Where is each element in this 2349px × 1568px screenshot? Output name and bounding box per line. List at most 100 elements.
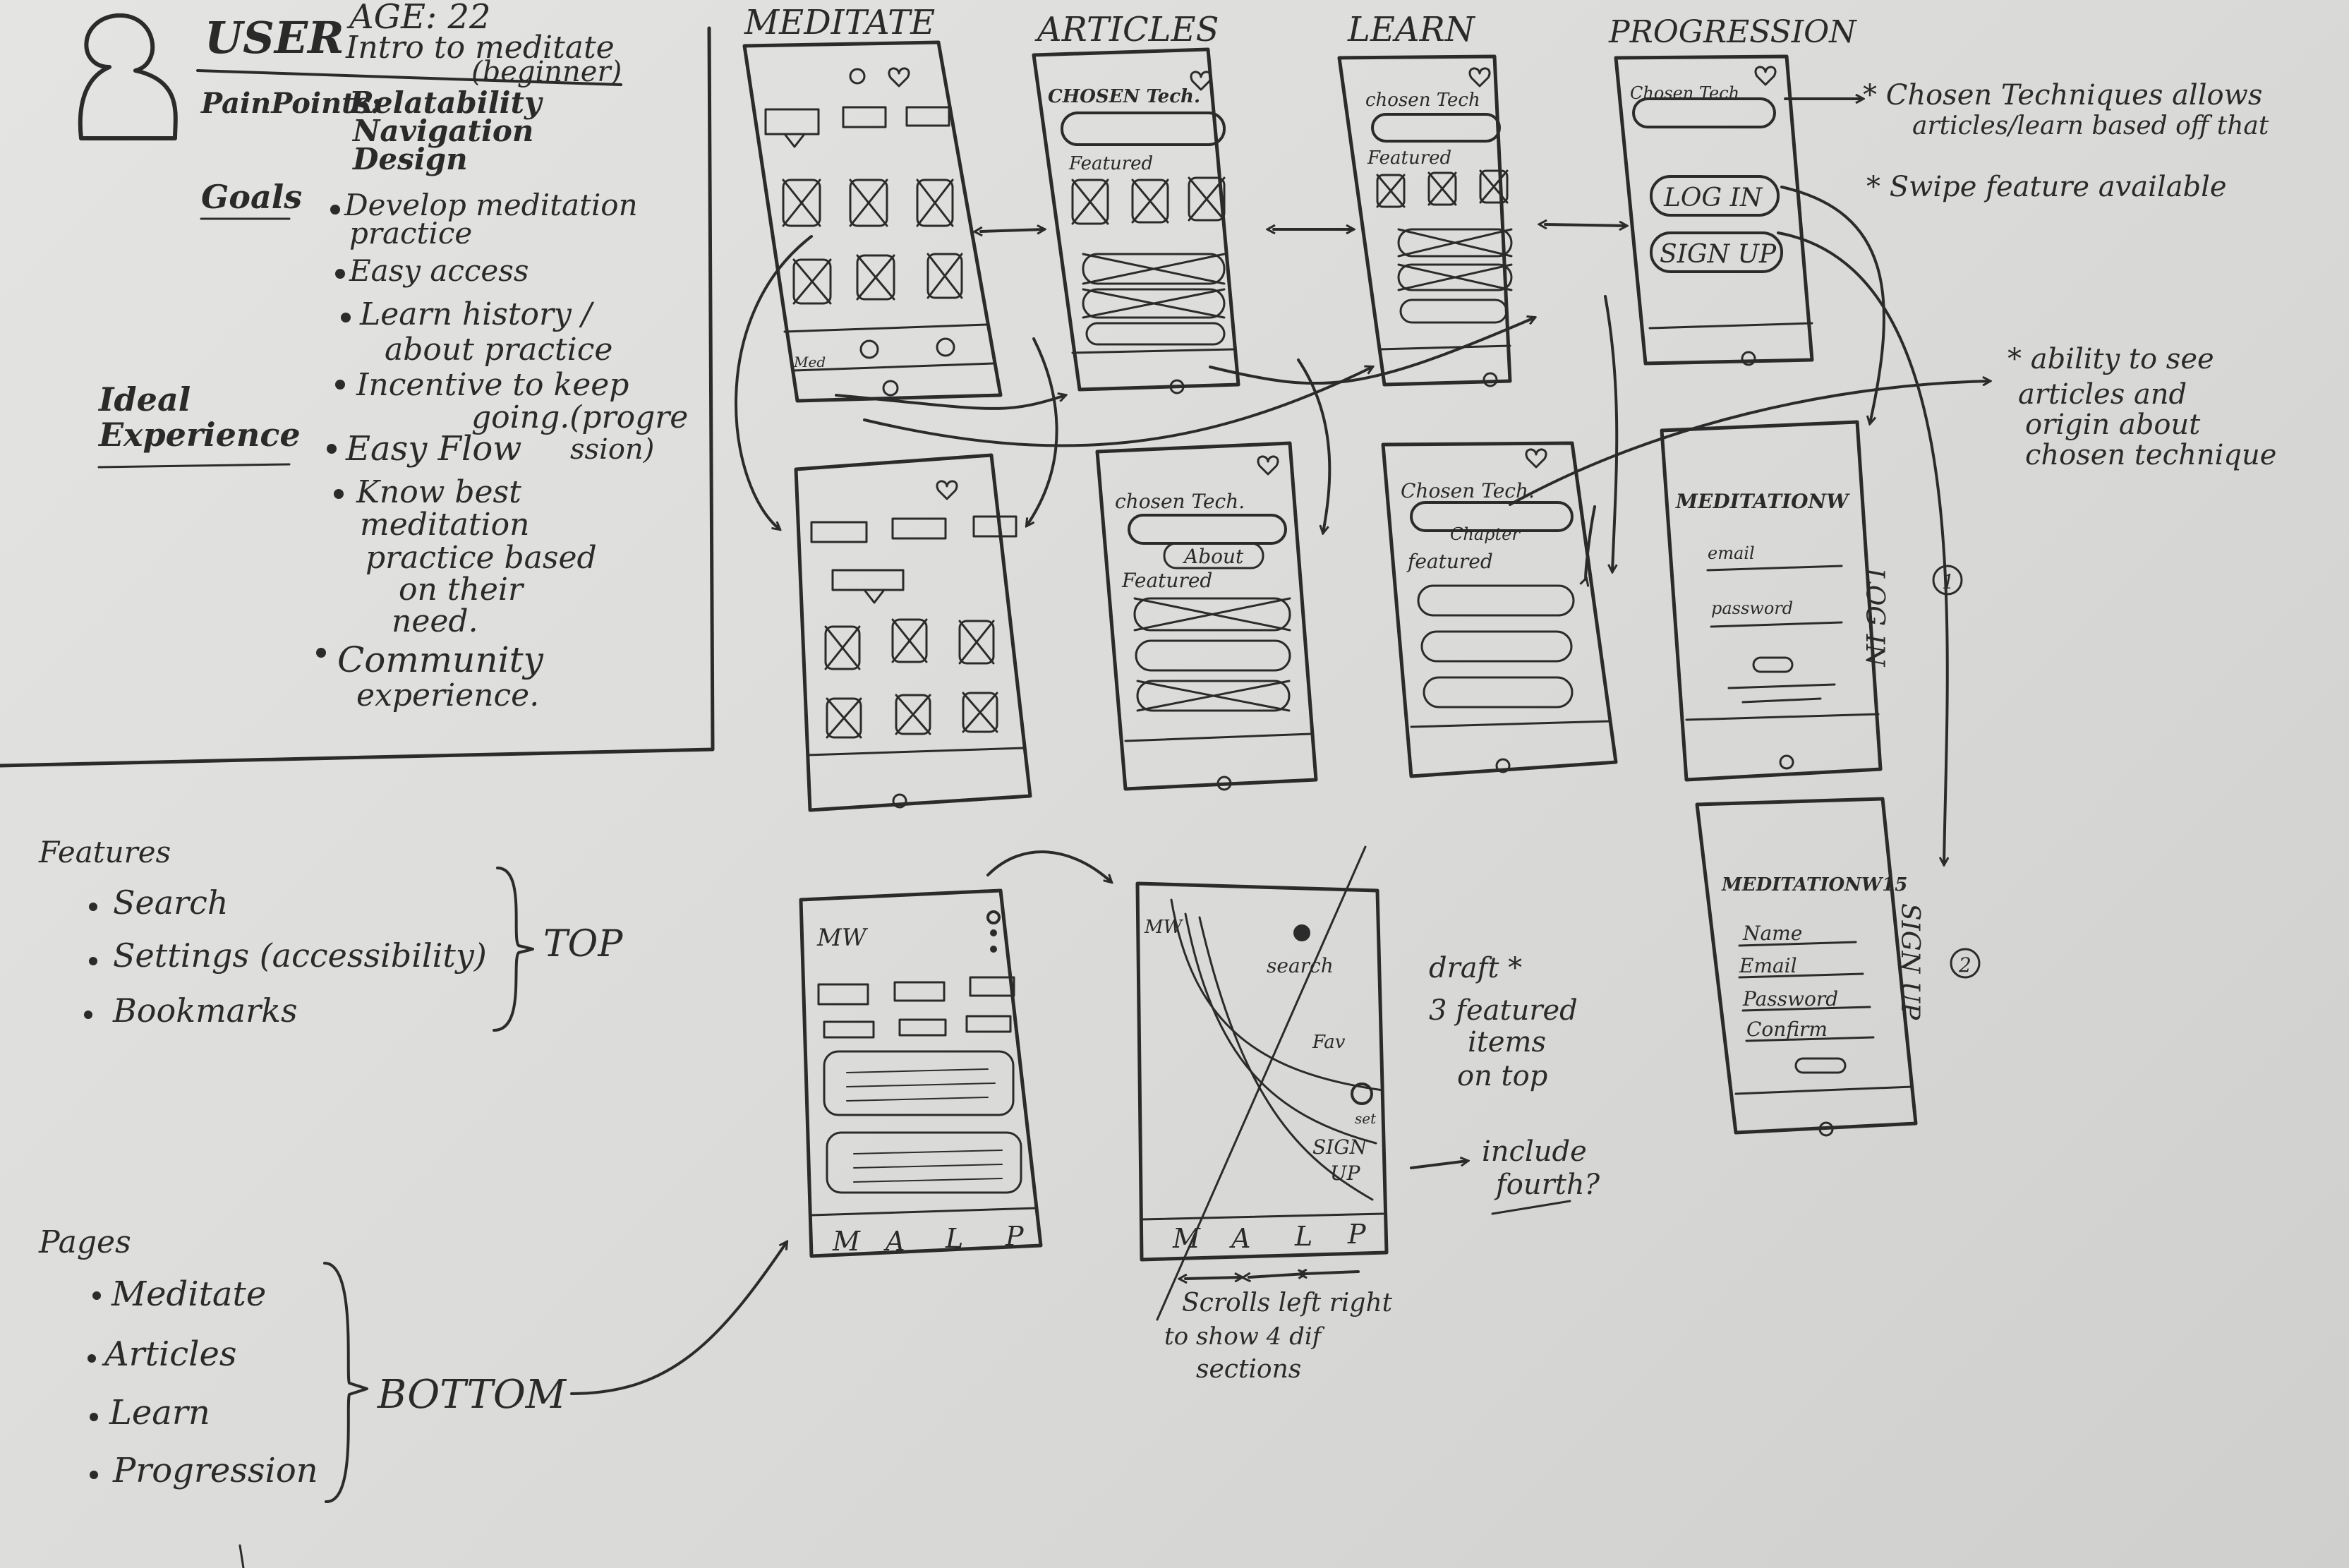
login-title: MEDITATIONW [1675, 490, 1850, 513]
app-logo: MW [816, 924, 869, 952]
persona-underline [196, 69, 622, 86]
chosen-tech-pill [1632, 97, 1776, 128]
login-submit [1752, 656, 1794, 673]
goal-item: Easy access [349, 253, 529, 288]
note-draft: 3 featured [1429, 994, 1578, 1027]
gear-icon [986, 910, 1001, 953]
signup-field-label: Confirm [1746, 1018, 1828, 1041]
feature-item: Settings (accessibility) [113, 936, 487, 975]
learn-screen-bottom: Chosen Tech. Chapter featured [1381, 441, 1618, 778]
signup-field-label: Email [1739, 954, 1797, 977]
meditate-screen-bottom [794, 453, 1032, 812]
column-heading-progression: PROGRESSION [1608, 14, 1857, 50]
ideal-item: Easy Flow [345, 429, 521, 469]
page-item: Learn [109, 1393, 210, 1433]
chapter-label: Chapter [1450, 524, 1521, 544]
menu-item: Fav [1312, 1032, 1346, 1053]
pages-label: Pages [38, 1224, 131, 1260]
home-button [1169, 379, 1185, 394]
note-ability: chosen technique [2025, 439, 2276, 471]
menu-draft-screen: MW search Fav set SIGN UP M A L P [1135, 845, 1389, 1321]
gear-icon [1351, 1082, 1373, 1105]
featured-tabs [810, 515, 1018, 604]
home-button [1818, 1121, 1834, 1137]
note-scrolls: sections [1196, 1355, 1301, 1384]
password-label: password [1711, 598, 1793, 618]
bottom-tab-bar: Med [783, 323, 988, 370]
email-field [1706, 565, 1843, 572]
scroll-arrow [1185, 1277, 1242, 1279]
home-button [882, 380, 899, 397]
heart-icon [1754, 66, 1777, 86]
heart-icon [1190, 71, 1212, 91]
nav-m: M [832, 1226, 861, 1257]
menu-item: search [1267, 954, 1334, 977]
home-button [1779, 754, 1794, 770]
meditate-screen-top: Med [742, 40, 1003, 403]
featured-tabs [764, 106, 950, 148]
tab-label-meditate: Med [793, 354, 826, 370]
swipe-arrow [981, 229, 1044, 231]
note-arrow [1410, 1161, 1468, 1169]
nav-a: A [883, 1226, 905, 1257]
note-draft: items [1468, 1026, 1546, 1059]
persona-intro: Intro to meditate [345, 30, 615, 66]
nav-l: L [945, 1223, 963, 1254]
note-ability: * ability to see [2007, 343, 2214, 375]
home-button [1741, 351, 1756, 366]
login-button [1650, 175, 1780, 217]
persona-age: AGE: 22 [346, 0, 491, 37]
note-draft: on top [1457, 1060, 1547, 1092]
goal-item: about practice [385, 332, 612, 368]
lesson-list [1417, 584, 1575, 708]
flow-arrow [570, 1242, 787, 1395]
note-chosen-techniques: articles/learn based off that [1912, 111, 2269, 140]
heart-icon [888, 67, 910, 88]
nav-p: P [1005, 1221, 1025, 1252]
signup-screen: MEDITATIONW15 Name Email Password Confir… [1695, 797, 1981, 1137]
goals-label: Goals [201, 178, 302, 216]
nav-p: P [1347, 1219, 1367, 1250]
ideal-item: on their [399, 572, 525, 608]
painpoints-label: PainPoints: [200, 87, 381, 120]
column-heading-articles: ARTICLES [1034, 10, 1219, 49]
features-bracket-label: TOP [543, 923, 623, 965]
ideal-item: meditation [360, 507, 530, 543]
heart-icon [1525, 448, 1547, 469]
scroll-arrow [1305, 1272, 1360, 1274]
chosen-tech-pill [1061, 111, 1226, 146]
step-number: 2 [1958, 953, 1971, 977]
signup-title: MEDITATIONW15 [1721, 874, 1907, 895]
top-bracket [493, 867, 534, 1032]
note-swipe: * Swipe feature available [1866, 171, 2227, 203]
chosen-tech-label: Chosen Tech. [1401, 479, 1535, 502]
home-button [1495, 758, 1511, 773]
persona-heading: USER [205, 12, 344, 64]
user-avatar-icon [78, 13, 178, 140]
meditation-grid [782, 179, 963, 305]
signup-field-label: Password [1742, 987, 1838, 1011]
heart-icon [1468, 67, 1491, 88]
note-draft: draft * [1429, 952, 1522, 984]
featured-label: Featured [1121, 569, 1212, 592]
article-list [1082, 253, 1226, 346]
email-label: email [1708, 543, 1755, 563]
menu-item: set [1355, 1110, 1377, 1127]
about-label: About [1182, 545, 1244, 568]
persona-intro-level: (beginner) [471, 56, 622, 88]
login-button-label: LOG IN [1663, 183, 1763, 212]
chosen-tech-label: chosen Tech. [1115, 490, 1245, 513]
heart-icon [936, 480, 958, 500]
pages-section: Pages Meditate Articles Learn Progressio… [38, 1224, 787, 1504]
featured-label: Featured [1367, 147, 1451, 169]
settings-icon [849, 68, 866, 85]
menu-item: SIGN [1312, 1135, 1368, 1159]
lesson-list [1397, 228, 1513, 324]
password-field [1710, 621, 1843, 628]
bottom-bracket [323, 1262, 368, 1504]
featured-label: featured [1406, 550, 1493, 573]
page-item: Articles [102, 1334, 237, 1374]
note-ability: origin about [2025, 409, 2201, 441]
